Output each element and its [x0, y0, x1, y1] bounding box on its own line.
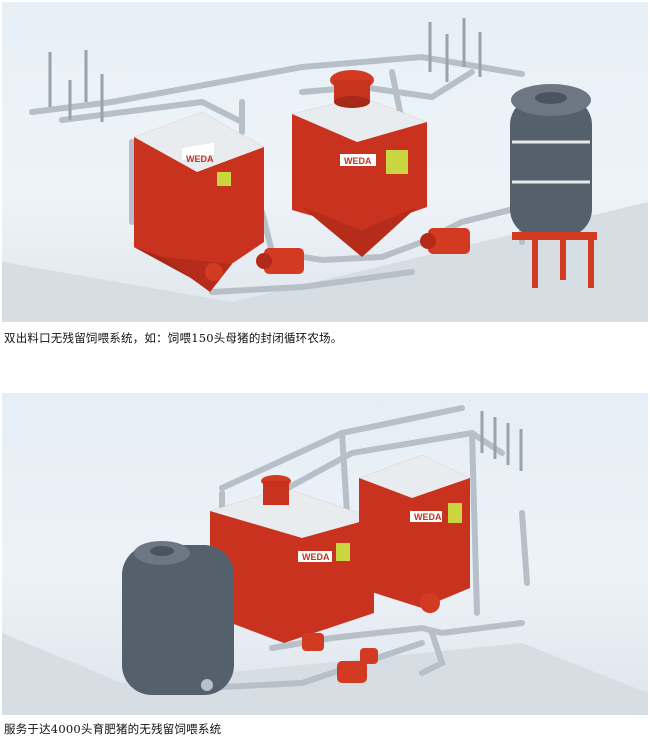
water-tank-stand — [512, 232, 597, 288]
feed-filter — [261, 475, 291, 505]
fig2-brand-label-right: WEDA — [414, 512, 442, 522]
figure2-caption: 服务于达4000头育肥猪的无残留饲喂系统 — [4, 722, 222, 736]
fig2-brand-label-left: WEDA — [302, 552, 330, 562]
water-tank — [510, 84, 592, 237]
mixing-tank-left — [134, 112, 264, 292]
mixing-tank-right — [292, 97, 427, 257]
overhead-pipes — [29, 53, 525, 295]
valve-cluster — [302, 633, 378, 664]
system-illustration-1: WEDA WEDA — [2, 18, 648, 322]
system-illustration-2: WEDA WEDA — [2, 405, 648, 715]
pump-left — [337, 661, 367, 683]
valve-manifold — [480, 411, 523, 471]
figure1-caption: 双出料口无残留饲喂系统，如：饲喂150头母猪的封闭循环农场。 — [4, 331, 343, 345]
water-tank — [122, 541, 234, 695]
feeding-system-diagram-2: WEDA WEDA — [2, 393, 648, 715]
feed-filter — [330, 70, 374, 108]
fig1-brand-label-left: WEDA — [186, 154, 214, 164]
outlet-valve — [205, 263, 223, 281]
pump-left — [256, 248, 304, 274]
mixing-tank-right — [359, 455, 470, 608]
valve-stems-right — [428, 18, 482, 82]
feeding-system-diagram-1: WEDA WEDA — [2, 2, 648, 322]
fig1-brand-label-right: WEDA — [344, 156, 372, 166]
overhead-pipes — [199, 405, 530, 691]
floor — [2, 202, 648, 322]
pump-right — [420, 228, 470, 254]
outlet-valve — [420, 593, 440, 613]
valve-stems-left — [48, 50, 104, 122]
mixing-tank-left — [210, 488, 374, 643]
water-outlet — [201, 679, 213, 691]
